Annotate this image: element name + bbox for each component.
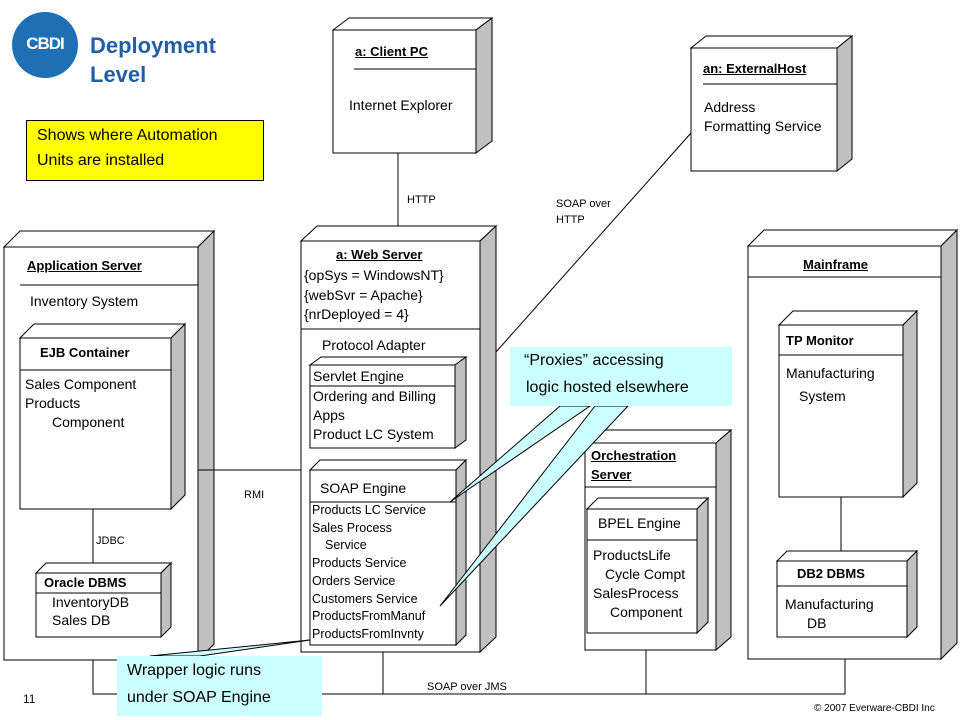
soap-jms-bus [92, 659, 846, 695]
web-server-title: a: Web Server [336, 247, 423, 262]
jdbc-label: JDBC [96, 535, 125, 547]
oracle-dbms-node [34, 561, 173, 639]
web-server-prop3: {nrDeployed = 4} [304, 306, 409, 322]
soap-engine-services: Products LC Service Sales Process Servic… [312, 502, 426, 644]
tp-monitor-node [777, 309, 919, 499]
client-pc-node [331, 17, 494, 154]
db2-line1: Manufacturing [785, 596, 874, 612]
web-server-item: Protocol Adapter [322, 337, 426, 353]
page-number: 11 [23, 692, 36, 706]
external-host-title: an: ExternalHost [703, 61, 807, 76]
db2-dbms-node [775, 549, 919, 639]
bpel-line3: SalesProcess [593, 585, 679, 601]
ejb-container-title: EJB Container [40, 345, 130, 360]
tp-monitor-title: TP Monitor [786, 333, 854, 348]
client-pc-title: a: Client PC [355, 44, 428, 59]
servlet-engine-title: Servlet Engine [313, 368, 405, 384]
soap-service-item: Orders Service [312, 573, 396, 588]
tp-line2: System [799, 388, 846, 404]
bpel-engine-title: BPEL Engine [598, 515, 681, 531]
http-label: HTTP [407, 194, 436, 206]
soap-service-item: ProductsFromInvnty [312, 626, 424, 641]
soap-service-item: Products Service [312, 556, 407, 571]
proxies-callout: “Proxies” accessing logic hosted elsewhe… [510, 347, 732, 406]
bpel-engine-node [585, 496, 710, 635]
mainframe-title: Mainframe [803, 257, 869, 272]
soap-jms-label: SOAP over JMS [427, 681, 507, 693]
ejb-line3: Component [52, 414, 125, 430]
client-pc-item: Internet Explorer [349, 97, 453, 113]
servlet-line2: Apps [313, 407, 345, 423]
bpel-line2: Cycle Compt [605, 566, 686, 582]
db2-line2: DB [807, 615, 827, 631]
soap-service-item: Products LC Service [312, 503, 426, 517]
soap-engine-node [308, 458, 468, 647]
soap-http-label-1: SOAP over [556, 198, 611, 210]
app-server-item: Inventory System [30, 293, 139, 309]
bpel-line1: ProductsLife [593, 547, 671, 563]
servlet-line1: Ordering and Billing [313, 388, 436, 404]
cbdi-logo: CBDI [12, 12, 78, 78]
soap-http-label-2: HTTP [556, 214, 585, 226]
servlet-engine-node [308, 356, 468, 449]
ejb-container-node [18, 322, 187, 511]
db2-dbms-title: DB2 DBMS [797, 566, 865, 581]
soap-service-item: ProductsFromManuf [312, 609, 426, 624]
external-host-node [689, 34, 854, 173]
app-server-title: Application Server [27, 258, 142, 273]
oracle-dbms-title: Oracle DBMS [44, 575, 127, 590]
soap-engine-title: SOAP Engine [320, 480, 407, 496]
wrapper-callout: Wrapper logic runs under SOAP Engine [117, 656, 322, 716]
oracle-line2: Sales DB [52, 612, 111, 628]
web-server-prop1: {opSys = WindowsNT} [304, 267, 444, 283]
servlet-line3: Product LC System [313, 426, 434, 442]
soap-service-item: Sales Process [312, 520, 392, 535]
rmi-label: RMI [244, 489, 265, 501]
orchestration-title-1: Orchestration [591, 448, 677, 463]
soap-http-link [495, 132, 692, 353]
orchestration-title-2: Server [591, 467, 632, 482]
ejb-line2: Products [25, 395, 81, 411]
ejb-line1: Sales Component [25, 376, 137, 392]
soap-service-item: Customers Service [312, 591, 418, 606]
bpel-line4: Component [610, 604, 683, 620]
automation-units-note: Shows where Automation Units are install… [26, 120, 264, 181]
copyright: © 2007 Everware-CBDI Inc [814, 703, 935, 714]
external-host-line2: Formatting Service [704, 118, 822, 134]
oracle-line1: InventoryDB [52, 594, 130, 610]
external-host-line1: Address [704, 99, 756, 115]
web-server-prop2: {webSvr = Apache} [304, 287, 423, 303]
page-title: Deployment Level [90, 33, 216, 87]
soap-service-item: Service [325, 538, 367, 553]
proxies-pointer-2 [439, 405, 630, 607]
tp-line1: Manufacturing [786, 365, 875, 381]
proxies-pointer-1 [449, 405, 592, 503]
